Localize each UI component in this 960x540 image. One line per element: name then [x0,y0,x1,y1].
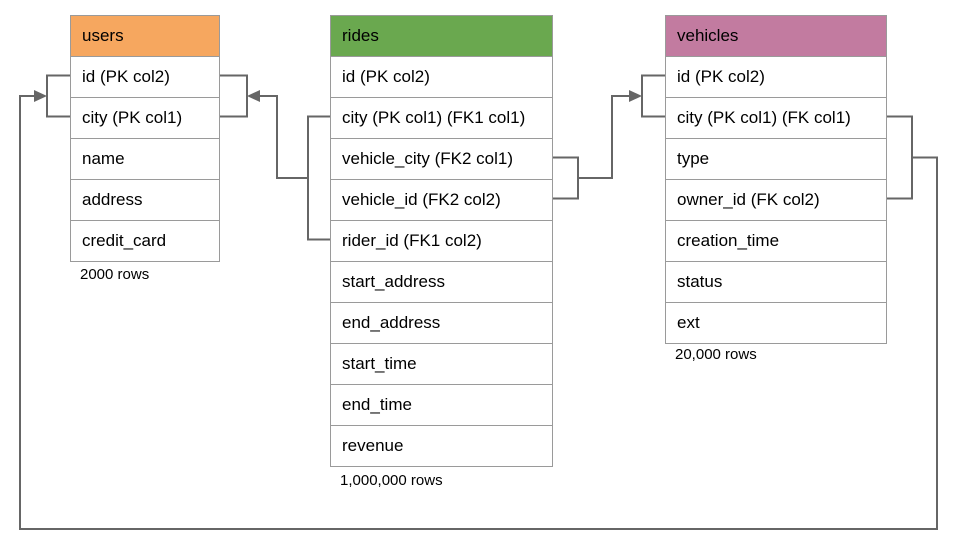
table-rides-column-start-time: start_time [331,343,552,384]
arrowhead-right-icon [629,90,642,102]
table-users-column-name: name [71,138,219,179]
table-vehicles: vehicles id (PK col2) city (PK col1) (FK… [665,15,887,344]
table-users-column-city: city (PK col1) [71,97,219,138]
table-vehicles-header: vehicles [666,16,886,56]
table-rides-rowcount: 1,000,000 rows [340,472,443,489]
table-vehicles-column-type: type [666,138,886,179]
table-rides-column-end-time: end_time [331,384,552,425]
arrowhead-left-icon [247,90,260,102]
table-rides-column-vehicle-id: vehicle_id (FK2 col2) [331,179,552,220]
table-users-column-address: address [71,179,219,220]
table-vehicles-column-owner-id: owner_id (FK col2) [666,179,886,220]
vehicles-right-bracket [887,115,913,200]
vehicles-left-bracket [641,74,665,118]
table-vehicles-rowcount: 20,000 rows [675,346,757,363]
connector-rides-to-users [258,95,308,179]
table-users-header: users [71,16,219,56]
table-rides-column-revenue: revenue [331,425,552,466]
table-vehicles-column-ext: ext [666,302,886,343]
connector-rides-to-vehicles [578,95,631,179]
table-users: users id (PK col2) city (PK col1) name a… [70,15,220,262]
table-rides-column-start-address: start_address [331,261,552,302]
table-rides-column-rider-id: rider_id (FK1 col2) [331,220,552,261]
table-rides-header: rides [331,16,552,56]
table-vehicles-column-city: city (PK col1) (FK col1) [666,97,886,138]
table-vehicles-column-status: status [666,261,886,302]
arrowhead-right-icon [34,90,47,102]
table-rides-column-vehicle-city: vehicle_city (FK2 col1) [331,138,552,179]
table-users-column-credit-card: credit_card [71,220,219,261]
users-right-bracket [220,74,248,118]
table-rides: rides id (PK col2) city (PK col1) (FK1 c… [330,15,553,467]
table-users-rowcount: 2000 rows [80,266,150,283]
rides-right-bracket [553,156,579,200]
table-users-column-id: id (PK col2) [71,56,219,97]
table-rides-column-end-address: end_address [331,302,552,343]
users-left-bracket [46,74,70,118]
table-vehicles-column-id: id (PK col2) [666,56,886,97]
rides-left-bracket [307,115,330,241]
table-rides-column-id: id (PK col2) [331,56,552,97]
table-vehicles-column-creation-time: creation_time [666,220,886,261]
table-rides-column-city: city (PK col1) (FK1 col1) [331,97,552,138]
